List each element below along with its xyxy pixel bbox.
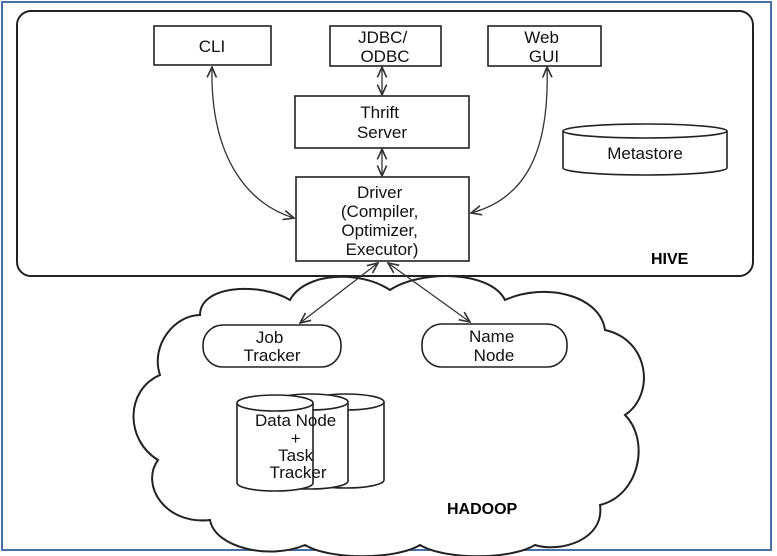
job-tracker-box: Job Tracker: [202, 324, 342, 368]
cli-driver-connector: [212, 67, 294, 218]
hive-label: HIVE: [651, 251, 689, 268]
metastore-label: Metastore: [607, 144, 683, 163]
web-gui-label: Web GUI: [524, 28, 563, 66]
name-node-box: Name Node: [421, 323, 568, 368]
name-node-label: Name Node: [469, 327, 519, 365]
thrift-server-box: Thrift Server: [294, 95, 470, 149]
jdbc-odbc-label: JDBC/ ODBC: [358, 28, 412, 66]
data-node-cylinder-front: [236, 394, 314, 492]
data-node-label: Data Node + Task Tracker: [255, 411, 341, 482]
driver-box: Driver (Compiler, Optimizer, Executor): [295, 176, 470, 262]
hadoop-connectors: [300, 263, 470, 323]
driver-label: Driver (Compiler, Optimizer, Executor): [341, 183, 423, 259]
driver-namenode-connector: [388, 263, 470, 322]
hadoop-label: HADOOP: [447, 501, 518, 518]
data-node-stack: Data Node + Task Tracker: [236, 393, 385, 492]
hive-connectors: [212, 67, 547, 218]
web-gui-box: Web GUI: [487, 25, 602, 67]
thrift-server-label: Thrift Server: [357, 103, 407, 142]
metastore-cylinder: Metastore: [562, 123, 728, 176]
cli-label: CLI: [199, 37, 225, 56]
jdbc-odbc-box: JDBC/ ODBC: [329, 25, 442, 67]
driver-jobtracker-connector: [300, 263, 378, 323]
job-tracker-label: Job Tracker: [244, 328, 301, 365]
cli-box: CLI: [153, 25, 272, 66]
webgui-driver-connector: [471, 67, 547, 213]
hadoop-cloud: HADOOP: [132, 275, 645, 556]
